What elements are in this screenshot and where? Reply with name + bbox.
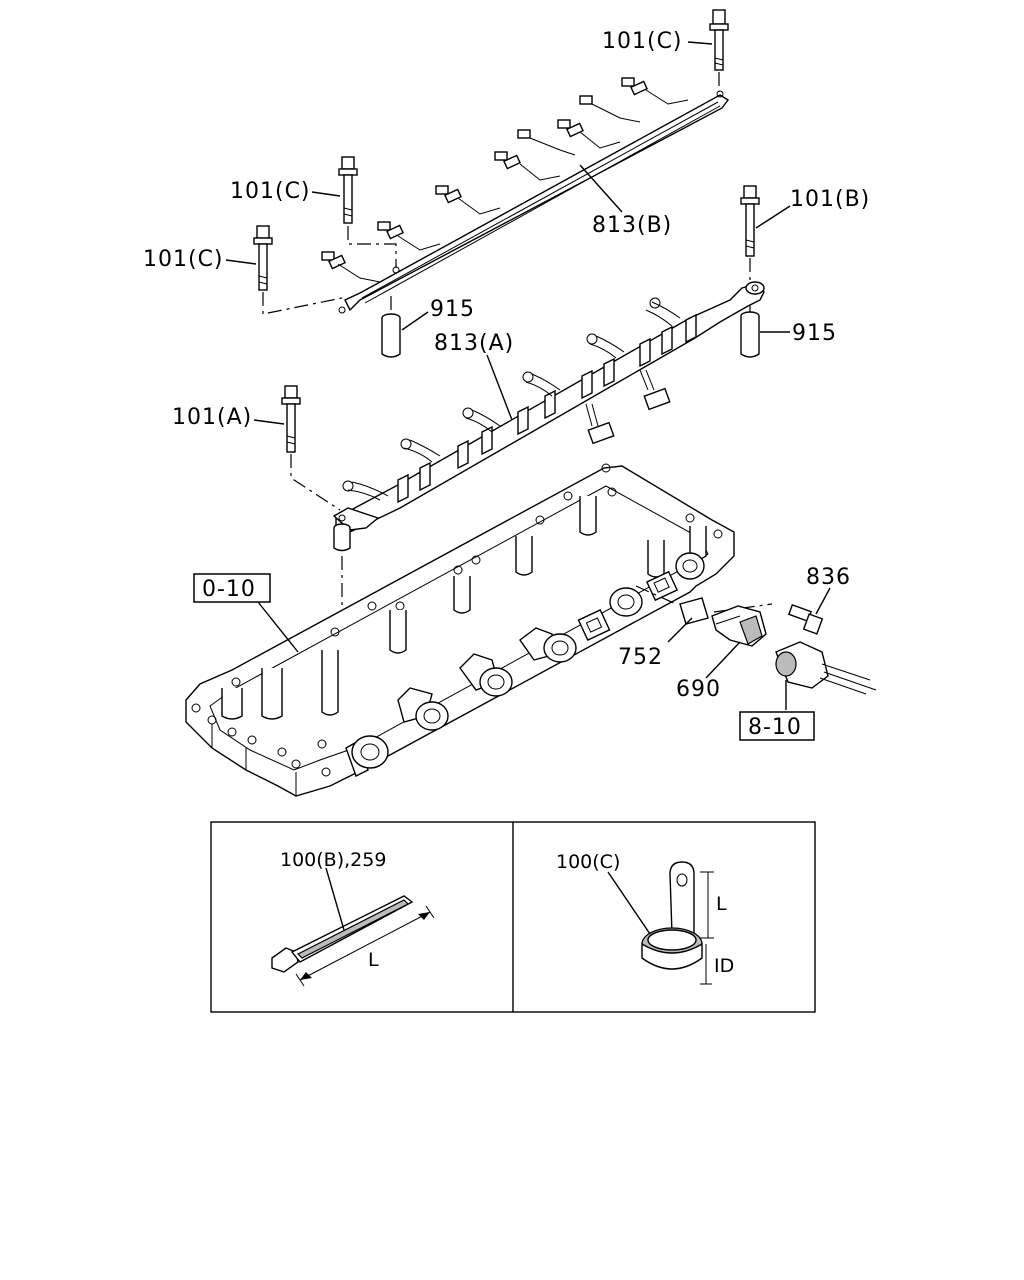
- bolt-101b: [740, 185, 760, 282]
- gasket-752: [679, 597, 709, 625]
- label-101c-top: 101(C): [602, 29, 683, 54]
- spacer-915-right: [740, 300, 760, 358]
- label-915-right: 915: [792, 321, 837, 346]
- harness-813a: [332, 281, 765, 533]
- harness-813b: [321, 77, 730, 314]
- label-8-10: 8-10: [748, 715, 802, 740]
- ref-box-0-10: 0-10: [193, 573, 299, 653]
- cylinder-head-cover: [185, 463, 773, 797]
- label-690: 690: [676, 677, 721, 702]
- label-813b: 813(B): [592, 213, 672, 238]
- dim-l-cable-tie: L: [368, 949, 379, 971]
- dim-id-clamp: ID: [714, 955, 734, 977]
- bolt-101a: [281, 385, 341, 511]
- label-101c-mid: 101(C): [230, 179, 311, 204]
- detail-panel: [210, 821, 816, 1013]
- label-752: 752: [618, 645, 663, 670]
- label-915-left: 915: [430, 297, 475, 322]
- bolt-101c-top: [709, 9, 729, 92]
- p-clamp-detail: [607, 861, 714, 985]
- label-813a: 813(A): [434, 331, 514, 356]
- label-100c: 100(C): [556, 851, 620, 873]
- connector-8-10: [775, 641, 877, 695]
- label-101c-left: 101(C): [143, 247, 224, 272]
- cable-tie-detail: [271, 867, 435, 987]
- label-101a: 101(A): [172, 405, 252, 430]
- bolt-101c-mid: [338, 156, 397, 268]
- ref-box-8-10: 8-10: [739, 711, 815, 741]
- sensor-690: [711, 605, 767, 647]
- label-0-10: 0-10: [202, 577, 256, 602]
- bolt-101c-left: [253, 225, 343, 315]
- label-101b: 101(B): [790, 187, 870, 212]
- bolt-836: [787, 603, 824, 635]
- label-836: 836: [806, 565, 851, 590]
- dim-l-clamp: L: [716, 893, 727, 915]
- spacer-915-left: [381, 296, 401, 358]
- label-100b-259: 100(B),259: [280, 849, 386, 871]
